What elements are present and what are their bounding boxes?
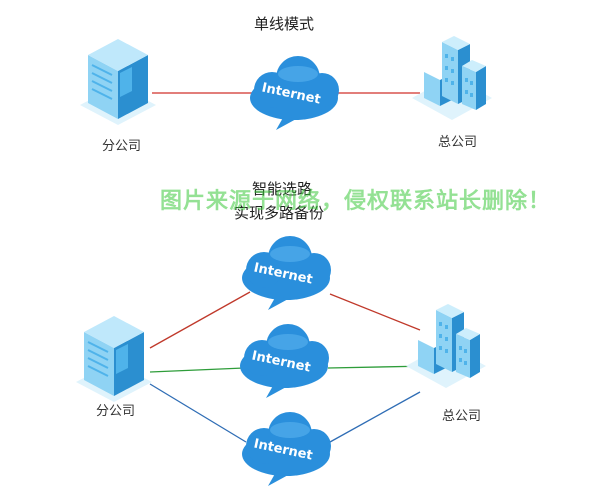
top-title: 单线模式	[254, 15, 315, 33]
link-blue-left	[149, 383, 247, 443]
top-internet-cloud: Internet	[250, 56, 339, 130]
bottom-internet-cloud-2: Internet	[240, 324, 329, 398]
top-branch-label: 分公司	[102, 139, 142, 154]
bottom-internet-cloud-3: Internet	[242, 412, 331, 486]
link-blue-right	[329, 391, 421, 443]
bottom-hq-label: 总公司	[442, 409, 482, 424]
link-red-left	[149, 291, 251, 349]
link-red-right	[329, 293, 421, 331]
bottom-hq-building-icon	[406, 304, 486, 388]
top-hq-building-icon	[412, 36, 492, 120]
bottom-title-line2: 实现多路备份	[234, 204, 325, 222]
bottom-branch-label: 分公司	[96, 404, 136, 419]
link-green-left	[149, 367, 245, 373]
watermark-text: 图片来源于网络，侵权联系站长删除！	[160, 189, 552, 214]
top-branch-building-icon	[79, 38, 157, 126]
bottom-title-line1: 智能选路	[252, 180, 313, 198]
bottom-branch-building-icon	[75, 315, 153, 403]
top-hq-label: 总公司	[438, 135, 478, 150]
bottom-internet-cloud-1: Internet	[242, 236, 331, 310]
